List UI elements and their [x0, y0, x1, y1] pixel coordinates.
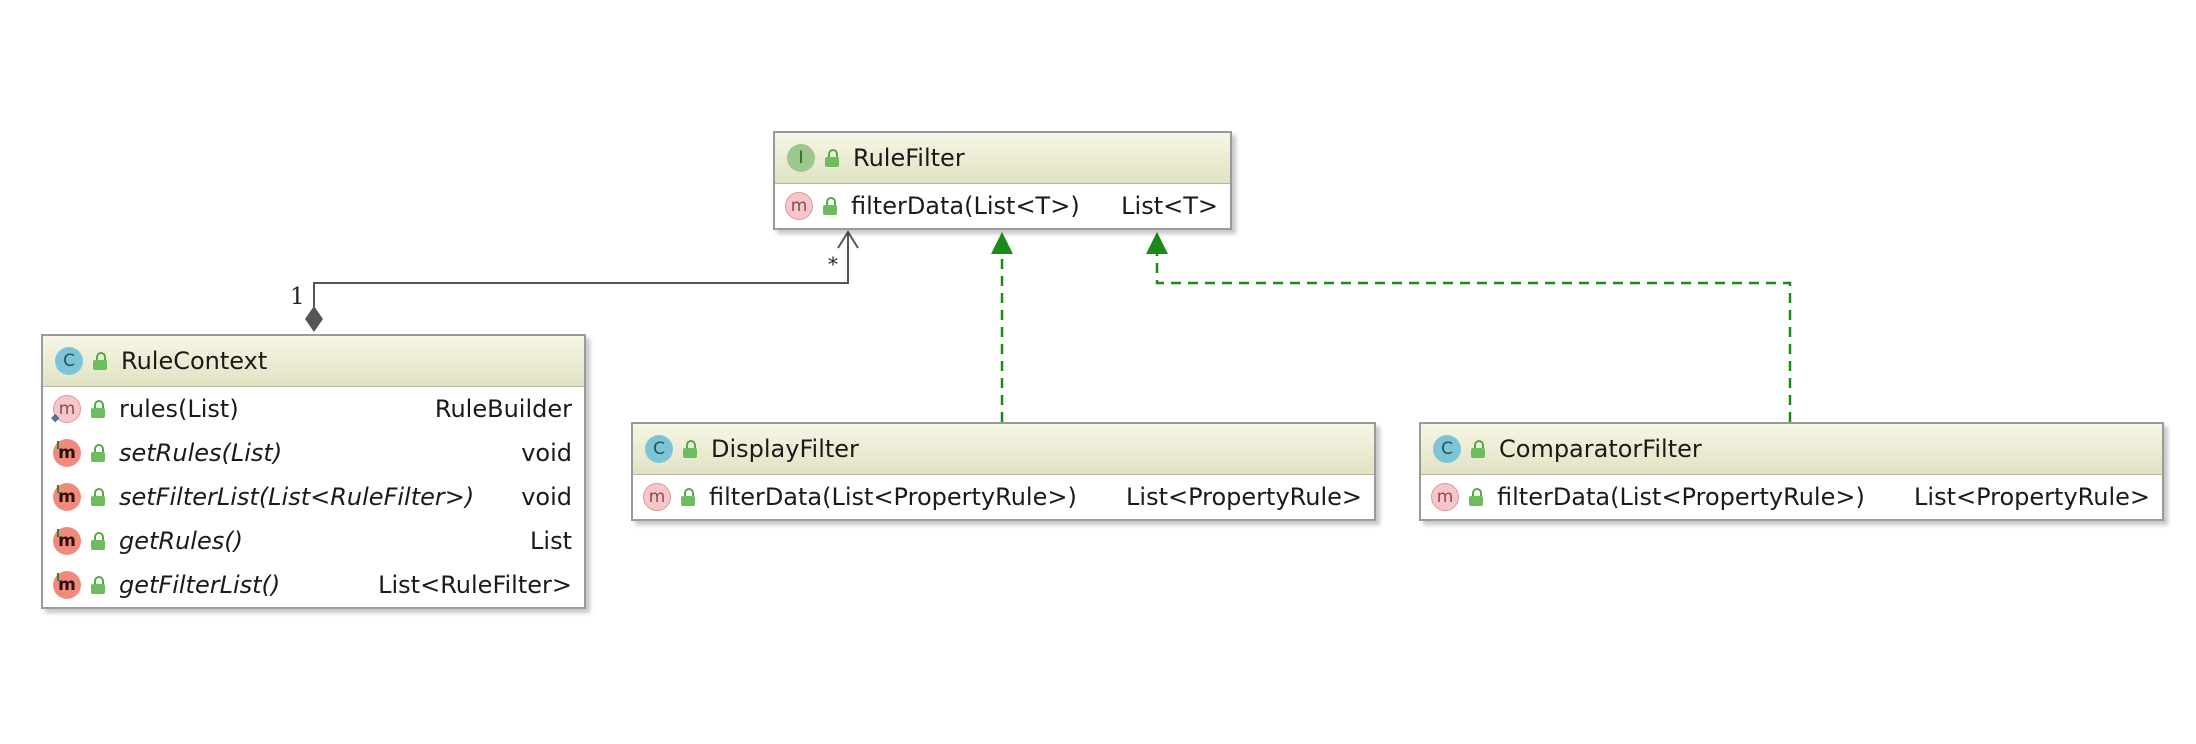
implements-marker-icon	[57, 529, 59, 537]
method-name: filterData(List<T>)	[851, 192, 1080, 220]
multiplicity-target: *	[828, 252, 838, 276]
method-name: setRules(List)	[119, 439, 283, 467]
method-row[interactable]: m setFilterList(List<RuleFilter>) void	[43, 475, 584, 519]
public-lock-icon	[91, 444, 105, 462]
return-type: List<PropertyRule>	[1126, 483, 1362, 511]
method-icon: m	[53, 527, 81, 555]
method-name: filterData(List<PropertyRule>)	[709, 483, 1077, 511]
method-row[interactable]: m ◆ rules(List) RuleBuilder	[43, 387, 584, 431]
aggregation-line	[313, 232, 849, 314]
public-lock-icon	[681, 488, 695, 506]
static-method-icon: m ◆	[51, 395, 81, 424]
return-type: RuleBuilder	[434, 395, 572, 423]
abstract-method-icon: m	[785, 192, 813, 220]
method-row[interactable]: m filterData(List<PropertyRule>) List<Pr…	[1421, 475, 2162, 519]
method-icon: m	[1431, 483, 1459, 511]
realization-line-comparatorfilter	[1155, 252, 1792, 422]
public-lock-icon	[823, 197, 837, 215]
public-lock-icon	[825, 149, 839, 167]
realization-arrowhead-comparatorfilter	[1146, 232, 1168, 254]
method-icon: m	[53, 483, 81, 511]
implements-marker-icon	[57, 441, 59, 449]
method-badge-letter: m	[58, 487, 76, 507]
realization-arrowhead-displayfilter	[991, 232, 1013, 254]
implements-marker-icon	[57, 485, 59, 493]
interface-icon: I	[787, 144, 815, 172]
class-header: I RuleFilter	[775, 133, 1230, 184]
class-name: DisplayFilter	[711, 435, 859, 463]
class-icon: C	[1433, 435, 1461, 463]
class-header: C RuleContext	[43, 336, 584, 387]
method-name: rules(List)	[119, 395, 239, 423]
public-lock-icon	[93, 352, 107, 370]
method-name: setFilterList(List<RuleFilter>)	[119, 483, 475, 511]
return-type: List<RuleFilter>	[378, 571, 572, 599]
return-type: List<T>	[1121, 192, 1218, 220]
class-box-displayfilter[interactable]: C DisplayFilter m filterData(List<Proper…	[631, 422, 1376, 521]
return-type: void	[521, 483, 572, 511]
method-badge-letter: m	[58, 575, 76, 595]
class-box-comparatorfilter[interactable]: C ComparatorFilter m filterData(List<Pro…	[1419, 422, 2164, 521]
method-row[interactable]: m filterData(List<T>) List<T>	[775, 184, 1230, 228]
return-type: List<PropertyRule>	[1914, 483, 2150, 511]
method-name: filterData(List<PropertyRule>)	[1497, 483, 1865, 511]
method-icon: m	[53, 439, 81, 467]
class-header: C DisplayFilter	[633, 424, 1374, 475]
static-marker-icon: ◆	[51, 411, 60, 424]
method-badge-letter: m	[58, 443, 76, 463]
method-badge-letter: m	[58, 399, 76, 419]
multiplicity-source: 1	[290, 284, 305, 310]
return-type: void	[521, 439, 572, 467]
method-badge-letter: m	[58, 531, 76, 551]
class-name: RuleFilter	[853, 144, 965, 172]
public-lock-icon	[91, 532, 105, 550]
method-row[interactable]: m filterData(List<PropertyRule>) List<Pr…	[633, 475, 1374, 519]
method-icon: m	[643, 483, 671, 511]
public-lock-icon	[91, 488, 105, 506]
class-box-rulecontext[interactable]: C RuleContext m ◆ rules(List) RuleBuilde…	[41, 334, 586, 609]
method-row[interactable]: m getFilterList() List<RuleFilter>	[43, 563, 584, 607]
public-lock-icon	[683, 440, 697, 458]
class-box-rulefilter[interactable]: I RuleFilter m filterData(List<T>) List<…	[773, 131, 1232, 230]
class-name: ComparatorFilter	[1499, 435, 1702, 463]
method-name: getRules()	[119, 527, 243, 555]
public-lock-icon	[1469, 488, 1483, 506]
class-header: C ComparatorFilter	[1421, 424, 2162, 475]
return-type: List	[530, 527, 572, 555]
aggregation-arrowhead	[837, 230, 859, 249]
method-row[interactable]: m setRules(List) void	[43, 431, 584, 475]
public-lock-icon	[91, 400, 105, 418]
aggregation-diamond	[305, 306, 323, 332]
public-lock-icon	[91, 576, 105, 594]
class-icon: C	[55, 347, 83, 375]
implements-marker-icon	[57, 573, 59, 581]
class-name: RuleContext	[121, 347, 268, 375]
method-row[interactable]: m getRules() List	[43, 519, 584, 563]
method-name: getFilterList()	[119, 571, 281, 599]
method-icon: m	[53, 571, 81, 599]
class-icon: C	[645, 435, 673, 463]
public-lock-icon	[1471, 440, 1485, 458]
